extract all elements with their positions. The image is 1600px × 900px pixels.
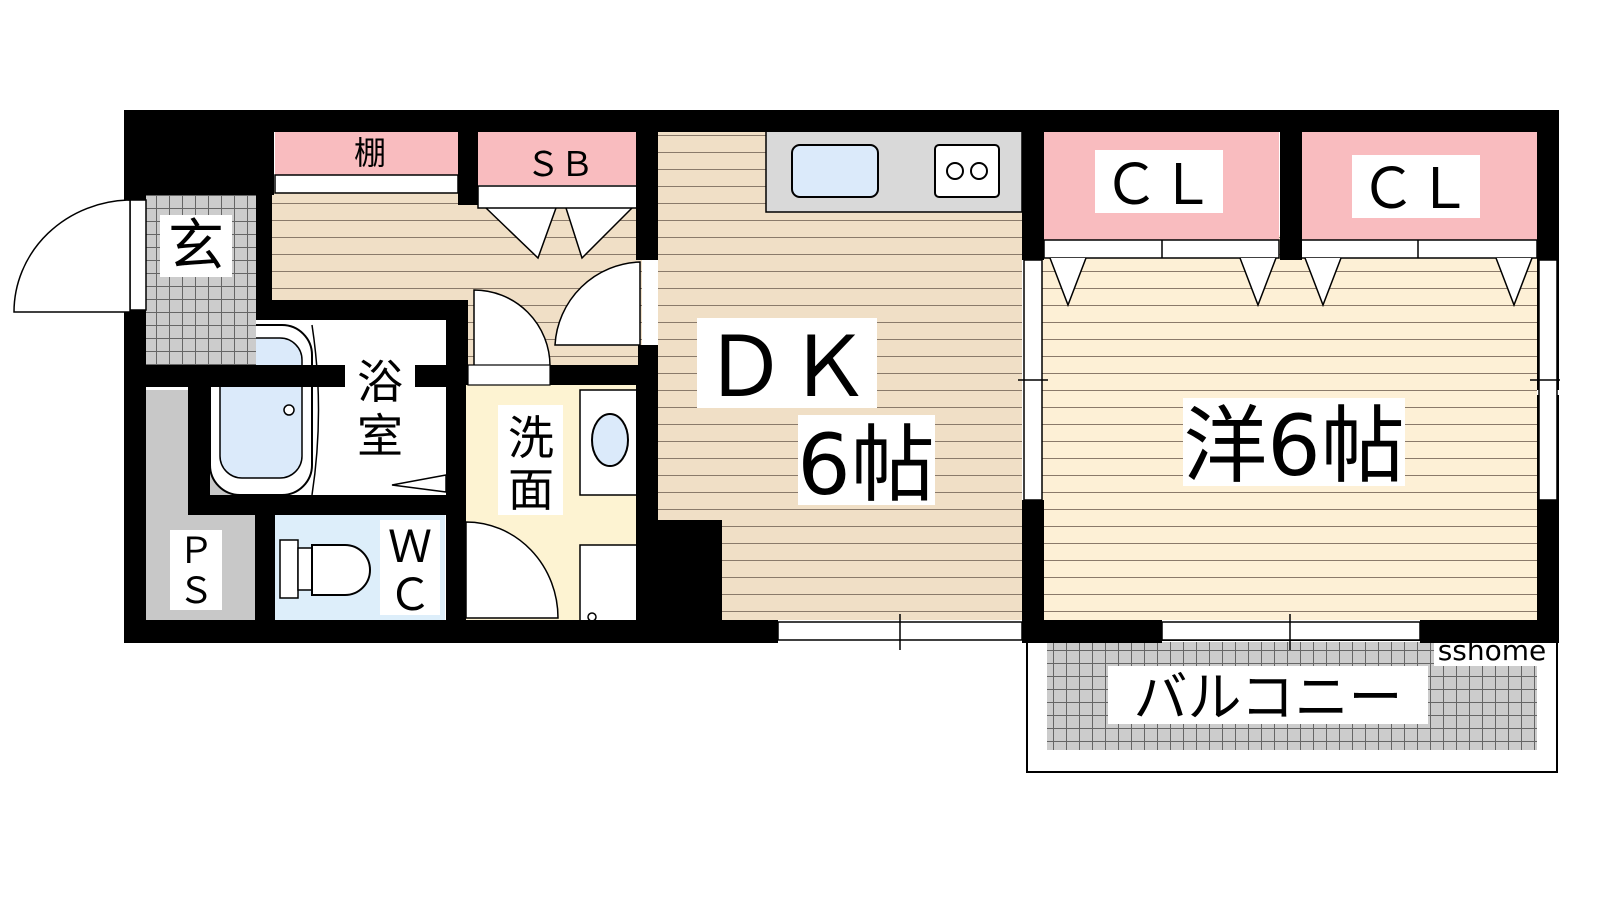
sink [791,144,879,198]
washroom-label-bg [498,405,563,515]
closet-2-label-bg [1352,155,1480,218]
entrance-label: 玄 [168,214,224,279]
washroom-label-line1: 洗 [508,411,554,465]
balcony-label: バルコニー [1134,666,1403,729]
toilet-tank [279,539,299,599]
closet-1-label-bg [1095,150,1223,213]
shelf-label: 棚 [354,134,386,172]
shoe-box-label: ＳＢ [526,145,594,185]
western-room-label: 洋6帖 [1183,397,1404,495]
stove-burner-right [970,162,988,180]
closet-1-doors [1049,240,1277,308]
shoe-box-rail [477,185,639,209]
balcony-label-bg [1108,666,1428,724]
ps-label-line2: Ｓ [178,571,214,612]
dk-size-bg [798,415,935,505]
washer-drain [587,612,597,622]
ps-label-line1: Ｐ [178,531,214,572]
wc-label-line2: Ｃ [388,570,432,621]
closet-1-label: ＣＬ [1103,153,1215,218]
watermark: sshome [1438,634,1547,667]
closet-2-doors [1304,240,1533,308]
wc-label-line1: Ｗ [388,522,432,573]
bathtub-drain [283,404,295,416]
shoe-box [478,130,638,185]
entrance-label-bg [160,215,232,277]
washing-machine-space [579,544,639,624]
stove [934,144,1000,198]
wc-label-bg [380,520,440,615]
dk-size-label: 6帖 [797,416,934,514]
bath-label-line1: 浴 [357,355,403,409]
doors [13,199,641,619]
closet-2-label: ＣＬ [1360,157,1472,222]
shelf-edge [274,174,459,194]
washroom-label-line2: 面 [508,463,554,517]
shoe-box-doors [485,207,633,260]
bath-divider [311,324,320,496]
toilet-base [297,547,313,591]
wash-basin [591,413,629,467]
window-marks [899,379,1560,650]
bath-label-bg [345,350,415,465]
western-label-bg [1183,398,1405,486]
dk-label-bg [697,318,877,408]
dk-label: ＤＫ [703,318,871,416]
stove-burner-left [946,162,964,180]
bath-label-line2: 室 [357,409,403,463]
shelf [275,130,458,175]
toilet-bowl [311,544,371,596]
ps-label-bg [170,530,222,610]
